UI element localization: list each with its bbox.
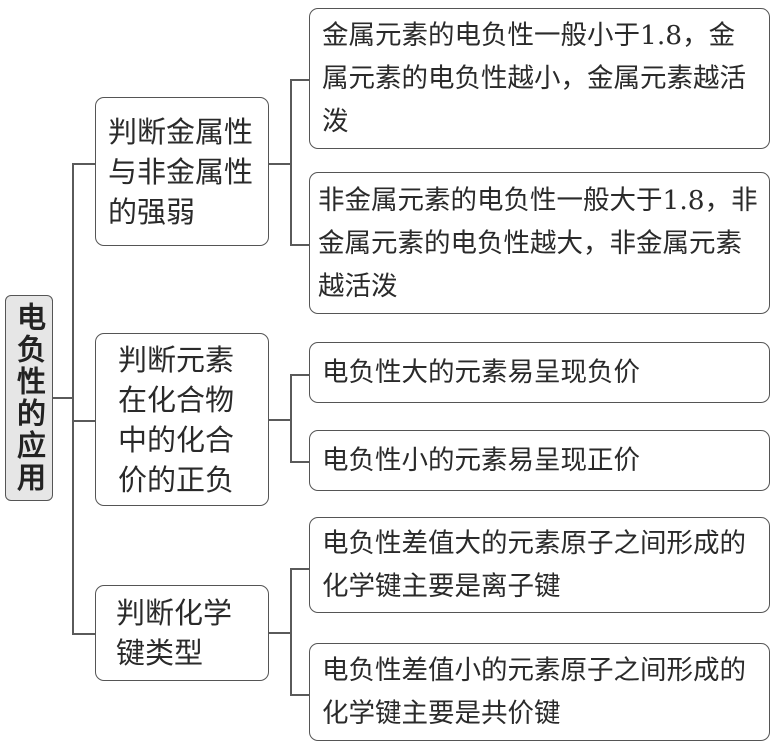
leaf-text: 电负性小的元素易呈现正价 [322, 445, 640, 476]
leaf-node: 金属元素的电负性一般小于1.8，金属元素的电负性越小，金属元素越活泼 [309, 8, 770, 149]
connector-leaf-3 [290, 374, 310, 376]
root-node: 电负性的应用 [5, 295, 53, 501]
connector-branch-1-split [290, 79, 292, 244]
connector-trunk [72, 163, 74, 634]
branch-node-valence: 判断元素在化合物中的化合价的正负 [95, 333, 269, 506]
connector-branch-3-split [290, 568, 292, 695]
connector-trunk-branch-2 [72, 420, 96, 422]
leaf-node: 非金属元素的电负性一般大于1.8，非金属元素的电负性越大，非金属元素越活泼 [309, 172, 770, 314]
connector-leaf-2 [290, 244, 310, 246]
leaf-text: 电负性差值大的元素原子之间形成的化学键主要是离子键 [322, 528, 746, 602]
connector-trunk-branch-1 [72, 163, 96, 165]
connector-leaf-6 [290, 694, 310, 696]
connector-branch-2-split [290, 374, 292, 462]
leaf-text: 金属元素的电负性一般小于1.8，金属元素的电负性越小，金属元素越活泼 [322, 20, 746, 137]
branch-label: 判断金属性与非金属性的强弱 [108, 114, 254, 229]
connector-branch-3-out [269, 632, 291, 634]
leaf-text: 非金属元素的电负性一般大于1.8，非金属元素的电负性越大，非金属元素越活泼 [318, 184, 758, 302]
connector-branch-1-out [269, 163, 291, 165]
leaf-node: 电负性大的元素易呈现负价 [309, 342, 770, 403]
leaf-node: 电负性小的元素易呈现正价 [309, 430, 770, 491]
leaf-text: 电负性大的元素易呈现负价 [322, 357, 640, 388]
branch-label: 判断元素在化合物中的化合价的正负 [118, 342, 235, 497]
connector-trunk-branch-3 [72, 633, 96, 635]
connector-root-trunk [53, 397, 73, 399]
root-label: 电负性的应用 [12, 302, 47, 494]
connector-leaf-4 [290, 461, 310, 463]
branch-node-bond-type: 判断化学键类型 [95, 585, 269, 681]
connector-branch-2-out [269, 419, 291, 421]
leaf-text: 电负性差值小的元素原子之间形成的化学键主要是共价键 [322, 655, 746, 729]
branch-label: 判断化学键类型 [116, 596, 233, 670]
leaf-node: 电负性差值小的元素原子之间形成的化学键主要是共价键 [309, 643, 770, 741]
leaf-node: 电负性差值大的元素原子之间形成的化学键主要是离子键 [309, 517, 770, 613]
connector-leaf-1 [290, 79, 310, 81]
connector-leaf-5 [290, 568, 310, 570]
branch-node-metallicity: 判断金属性与非金属性的强弱 [95, 97, 269, 246]
